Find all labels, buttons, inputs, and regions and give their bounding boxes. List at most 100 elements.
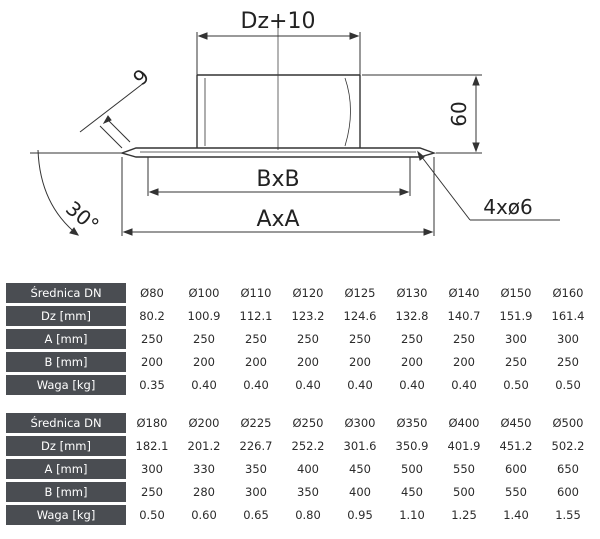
table-cell: 200: [245, 355, 267, 369]
table-cell: Ø225: [240, 416, 272, 430]
axa-dimension: [121, 157, 435, 236]
table-cell: 350.9: [395, 439, 429, 453]
table-cell: 200: [297, 355, 319, 369]
table-cell: 0.50: [503, 378, 529, 392]
table-cell: 0.80: [295, 508, 321, 522]
row-header: Dz [mm]: [6, 436, 126, 456]
table-cell: 400: [297, 462, 319, 476]
row-header: A [mm]: [6, 459, 126, 479]
table-cell: 0.40: [451, 378, 477, 392]
table-cell: 140.7: [447, 309, 481, 323]
table-cell: 0.50: [139, 508, 165, 522]
table-cell: 0.35: [139, 378, 165, 392]
table-cell: 600: [505, 462, 527, 476]
table-cell: 124.6: [343, 309, 377, 323]
table-cell: Ø250: [292, 416, 324, 430]
table-cell: 550: [505, 485, 527, 499]
table-cell: 250: [141, 332, 163, 346]
table-cell: 0.40: [295, 378, 321, 392]
table-cell: 0.65: [243, 508, 269, 522]
table-cell: 112.1: [239, 309, 273, 323]
bxb-dimension: [147, 157, 411, 196]
table-cell: Ø125: [344, 286, 376, 300]
table-cell: Ø100: [188, 286, 220, 300]
table-cell: 1.40: [503, 508, 529, 522]
height-dimension: [362, 74, 482, 154]
table-cell: 200: [349, 355, 371, 369]
table-cell: 330: [193, 462, 215, 476]
collar-outline: [196, 74, 361, 148]
dz-label: Dz+10: [241, 9, 316, 34]
table-cell: 1.55: [555, 508, 581, 522]
table-cell: 200: [453, 355, 475, 369]
table-cell: Ø350: [396, 416, 428, 430]
table-cell: 250: [505, 355, 527, 369]
table-cell: 550: [453, 462, 475, 476]
angle-dimension: [30, 149, 122, 236]
table-cell: 200: [193, 355, 215, 369]
table-cell: 200: [141, 355, 163, 369]
table-cell: 123.2: [291, 309, 325, 323]
table-cell: 161.4: [551, 309, 585, 323]
table-cell: Ø150: [500, 286, 532, 300]
thickness-dimension: [79, 81, 146, 149]
table-cell: 300: [557, 332, 579, 346]
table-cell: Ø130: [396, 286, 428, 300]
table-cell: 250: [193, 332, 215, 346]
height-label: 60: [447, 101, 471, 126]
row-header: Waga [kg]: [6, 375, 126, 395]
table-cell: 201.2: [187, 439, 221, 453]
table-cell: 250: [349, 332, 371, 346]
table-cell: 350: [245, 462, 267, 476]
table-cell: 401.9: [447, 439, 481, 453]
table-cell: 250: [245, 332, 267, 346]
table-cell: 250: [297, 332, 319, 346]
technical-drawing: Dz+10 60 BxB AxA 9 30°: [30, 9, 560, 237]
table-cell: 451.2: [499, 439, 533, 453]
table-cell: Ø200: [188, 416, 220, 430]
table-cell: Ø300: [344, 416, 376, 430]
table-cell: 502.2: [551, 439, 585, 453]
table-cell: 650: [557, 462, 579, 476]
table-cell: 250: [401, 332, 423, 346]
table-cell: 600: [557, 485, 579, 499]
table-cell: 0.50: [555, 378, 581, 392]
table-cell: 300: [141, 462, 163, 476]
table-cell: 0.40: [399, 378, 425, 392]
row-header: B [mm]: [6, 352, 126, 372]
table-cell: 500: [453, 485, 475, 499]
table-cell: 301.6: [343, 439, 377, 453]
table-cell: 0.40: [347, 378, 373, 392]
table-cell: 450: [401, 485, 423, 499]
table-cell: 226.7: [239, 439, 273, 453]
table-cell: 200: [401, 355, 423, 369]
holes-label: 4xø6: [483, 195, 533, 219]
table-cell: 1.10: [399, 508, 425, 522]
holes-leader: [417, 150, 560, 221]
row-header: Średnica DN: [6, 283, 126, 303]
row-header: A [mm]: [6, 329, 126, 349]
flange-outline: [119, 147, 437, 158]
axa-label: AxA: [256, 207, 299, 232]
table-cell: 252.2: [291, 439, 325, 453]
table-cell: Ø110: [240, 286, 272, 300]
row-header: Waga [kg]: [6, 505, 126, 525]
thickness-label: 9: [128, 64, 154, 90]
bxb-label: BxB: [256, 167, 299, 192]
table-cell: Ø500: [552, 416, 584, 430]
table-cell: Ø450: [500, 416, 532, 430]
table-cell: 1.25: [451, 508, 477, 522]
table-cell: 0.40: [243, 378, 269, 392]
row-header: Dz [mm]: [6, 306, 126, 326]
table-cell: 132.8: [395, 309, 429, 323]
